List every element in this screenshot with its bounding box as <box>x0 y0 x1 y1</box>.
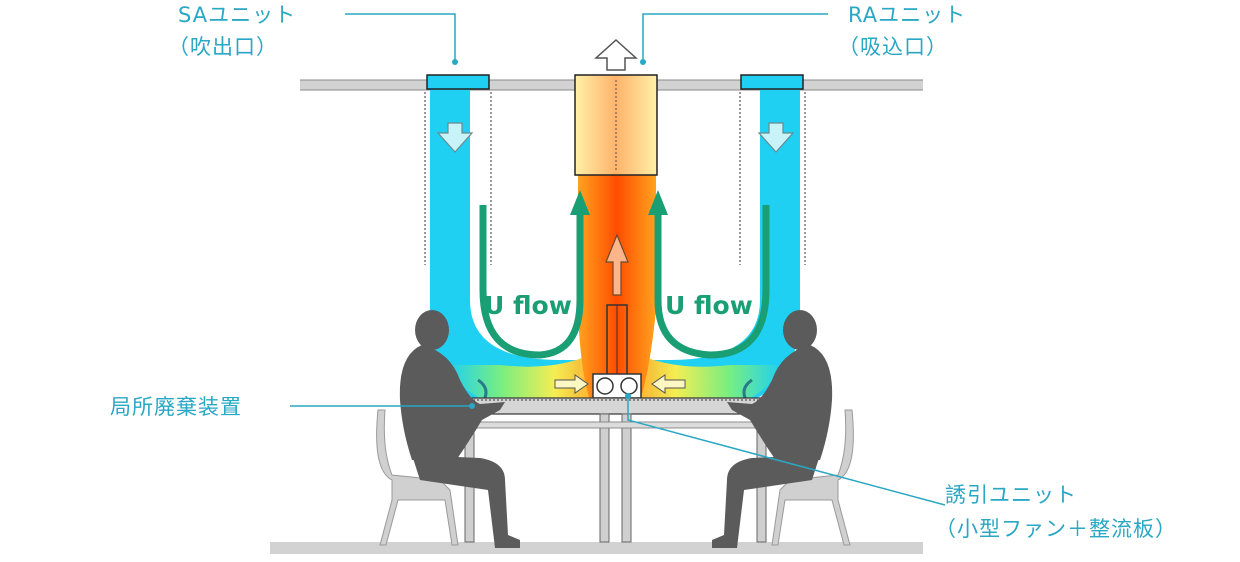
floor <box>270 542 923 554</box>
ra-unit-label: RAユニット <box>848 3 967 27</box>
sa-unit-right <box>740 74 804 90</box>
leader-ra <box>642 13 828 62</box>
leader-sa <box>345 13 456 62</box>
sa-unit-left <box>426 74 490 90</box>
supply-arrow-left <box>436 122 474 153</box>
supply-arrow-right <box>757 122 795 153</box>
chair-right <box>771 409 854 546</box>
exhaust-up-arrow <box>605 233 629 296</box>
sa-unit-sublabel: （吹出口） <box>168 35 278 59</box>
person-right <box>712 310 833 548</box>
supply-air-stream-right <box>650 88 800 410</box>
supply-air-stream-left <box>430 88 580 410</box>
induction-unit-label: 誘引ユニット <box>945 483 1077 507</box>
u-flow-label-left: U flow <box>484 291 572 320</box>
exhaust-out-arrow <box>594 38 638 71</box>
induction-unit-sublabel: （小型ファン＋整流板） <box>935 517 1177 541</box>
u-flow-arrow-right <box>654 205 770 359</box>
local-exhaust-label: 局所廃棄装置 <box>110 395 242 419</box>
u-flow-label-right: U flow <box>665 291 753 320</box>
chair-left <box>376 409 459 546</box>
sa-unit-label: SAユニット <box>178 3 297 27</box>
person-left <box>399 310 520 548</box>
ra-unit-sublabel: （吸込口） <box>838 35 948 59</box>
leader-induction <box>627 396 946 506</box>
u-flow-arrow-left <box>479 205 584 359</box>
